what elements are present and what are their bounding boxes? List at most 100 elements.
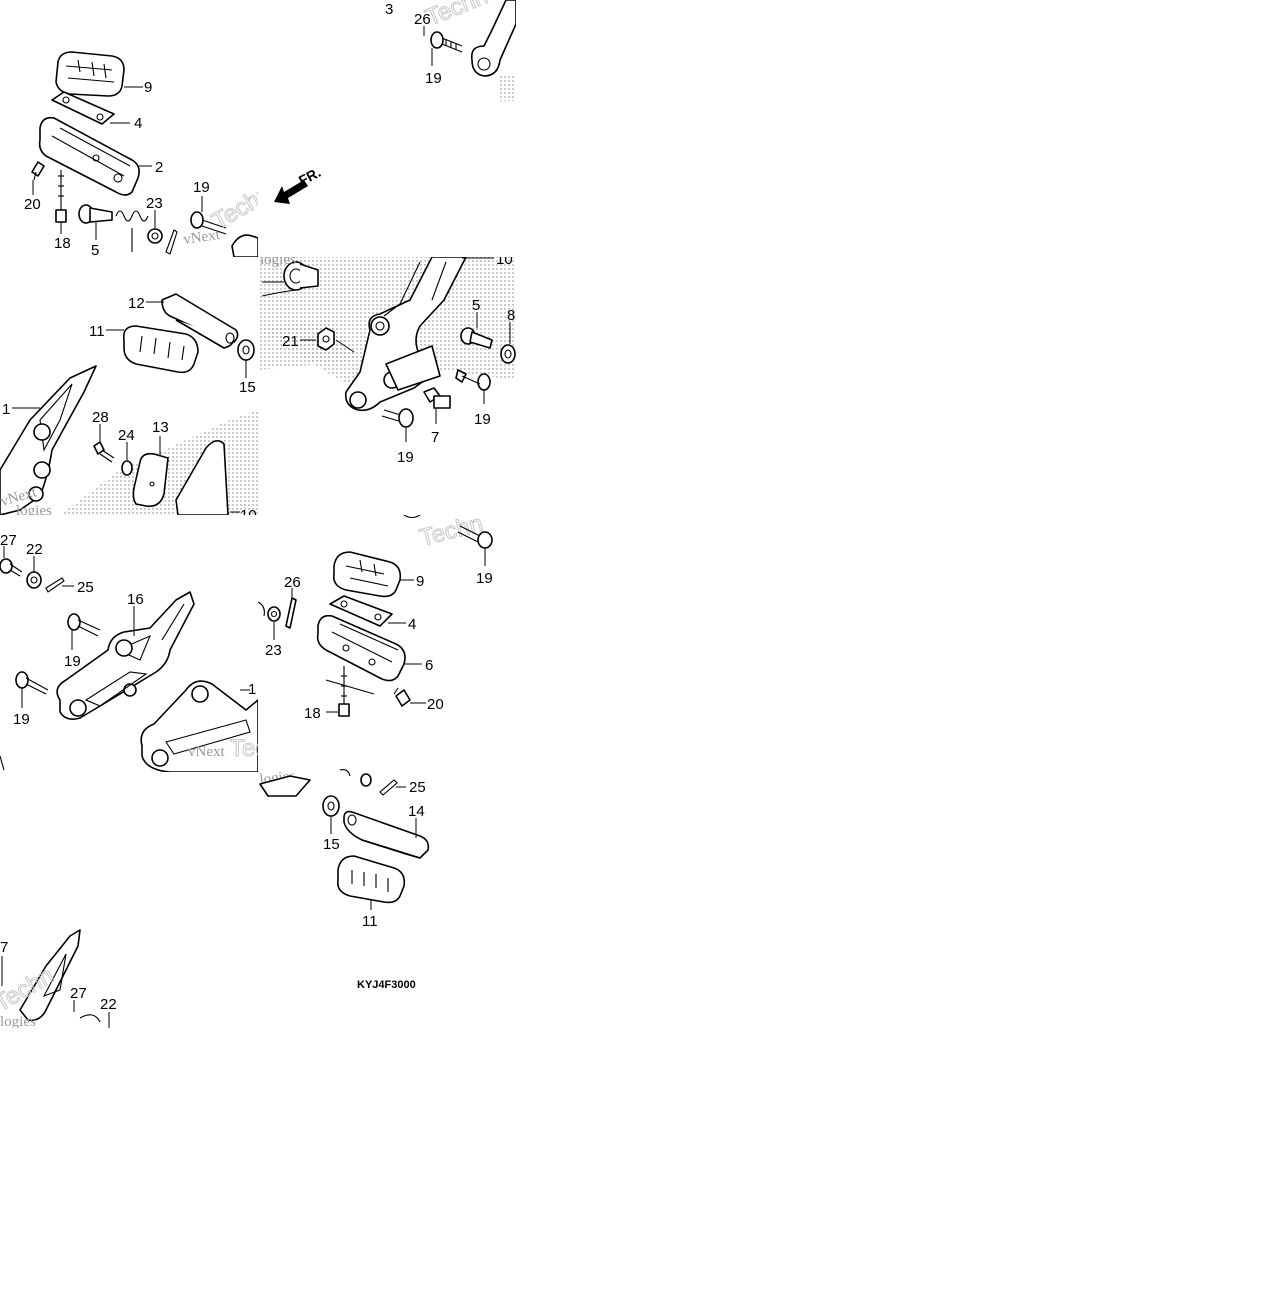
callout-7: 7 [431, 429, 439, 446]
callout-21: 21 [282, 333, 299, 350]
spring [115, 210, 149, 252]
callout-19: 19 [397, 449, 414, 466]
callout-23: 23 [265, 642, 282, 659]
arm-1 [140, 680, 258, 772]
watermark-word: Techn [417, 510, 486, 552]
step-rubber-11-right [336, 855, 406, 904]
callout-8: 8 [507, 307, 515, 324]
step-arm-12 [161, 293, 239, 349]
step-6 [316, 614, 406, 682]
callout-19: 19 [64, 653, 81, 670]
diagram-code: KYJ4F3000 [357, 979, 416, 991]
callout-16: 16 [127, 591, 144, 608]
washer-23 [147, 228, 163, 244]
washer-24 [121, 460, 133, 476]
plate-4-right [329, 595, 393, 627]
bolt-18 [55, 170, 67, 223]
cotter-pin-25 [45, 577, 65, 593]
bolt-19-b [15, 671, 49, 695]
callout-26: 26 [414, 11, 431, 28]
callout-27: 27 [70, 985, 87, 1002]
callout-13: 13 [152, 419, 169, 436]
footpeg-rubber-9-right [332, 551, 402, 598]
bolt-19-a [67, 613, 101, 637]
front-direction-arrow: FR. [274, 164, 323, 204]
callout-1: 1 [2, 401, 10, 418]
callout-19: 19 [474, 411, 491, 428]
callout-26: 26 [284, 574, 301, 591]
callout-24: 24 [118, 427, 135, 444]
washer-15-right [322, 795, 340, 817]
nut-21 [317, 327, 335, 351]
callout-3: 3 [385, 1, 393, 18]
watermark-brand: vNext [182, 227, 221, 248]
callout-1: 1 [248, 681, 256, 698]
watermark-word: Techn [230, 735, 294, 762]
callout-23: 23 [146, 195, 163, 212]
guard-13 [132, 452, 169, 508]
tile-right-step: Techn [258, 510, 493, 991]
callout-22: 22 [26, 541, 43, 558]
watermark-word: logies [16, 503, 52, 519]
bolt-19-top [430, 31, 463, 53]
callout-20: 20 [427, 696, 444, 713]
callout-19: 19 [193, 179, 210, 196]
callout-28: 28 [92, 409, 109, 426]
tile-right-holder: 2 [248, 251, 516, 466]
watermark-word: logies [0, 1014, 36, 1030]
callout-2: 2 [155, 159, 163, 176]
bolt-27 [0, 558, 23, 577]
callout-14: 14 [408, 803, 425, 820]
callout-7: 7 [0, 939, 8, 956]
tile-rear-holder: vNext Techn 27 22 25 16 19 19 1 [0, 532, 294, 772]
watermark-brand: vNext [188, 744, 225, 760]
tile-bottom-left-corner: Techn logies 7 27 22 [0, 929, 117, 1030]
callout-18: 18 [54, 235, 71, 252]
bolt-20 [31, 161, 45, 181]
callout-12: 12 [128, 295, 145, 312]
footpeg-rubber-9 [55, 51, 125, 97]
callout-9: 9 [144, 79, 152, 96]
pivot-collar-2 [261, 261, 319, 297]
step-rubber-11 [122, 325, 199, 374]
bracket-1 [0, 365, 97, 515]
cotter-pin [165, 229, 178, 255]
nut-22 [26, 571, 42, 589]
step-arm-14 [343, 810, 430, 859]
callout-15: 15 [239, 379, 256, 396]
callout-19: 19 [476, 570, 493, 587]
callout-11: 11 [362, 913, 378, 930]
bolt-20-right [393, 687, 411, 707]
watermark-word: Techn [208, 180, 277, 235]
callout-6: 6 [425, 657, 433, 674]
callout-11: 11 [89, 323, 105, 340]
plate-4 [51, 91, 115, 125]
washer-15 [237, 339, 255, 361]
callout-22: 22 [100, 996, 117, 1013]
callout-20: 20 [24, 196, 41, 213]
bolt-19-lower [381, 408, 414, 428]
pin-26 [285, 597, 297, 629]
callout-19: 19 [425, 70, 442, 87]
washer-23-right [267, 606, 281, 622]
watermark-word: logies [260, 252, 296, 268]
callout-10: 10 [496, 251, 513, 268]
cotter-pin-25-right [379, 779, 398, 796]
tile-rear-left-step: vNext logies 12 11 15 1 28 24 13 10 [0, 293, 258, 524]
pin-5-right [460, 327, 493, 349]
tile-top-right-corner: Techn 3 26 19 [385, 0, 516, 101]
callout-2: 2 [248, 275, 256, 292]
callout-4: 4 [408, 616, 416, 633]
pin-5 [78, 204, 113, 224]
callout-25: 25 [77, 579, 94, 596]
bolt-19-right [455, 369, 491, 391]
callout-10: 10 [240, 507, 257, 524]
tile-front-left-step: vNext Techn 9 4 2 20 18 5 23 19 [24, 51, 277, 257]
callout-4: 4 [134, 115, 142, 132]
washer-8 [500, 344, 516, 364]
bolt-18-right [338, 666, 350, 717]
bolt-19 [190, 211, 227, 235]
callout-19: 19 [13, 711, 30, 728]
callout-15: 15 [323, 836, 340, 853]
